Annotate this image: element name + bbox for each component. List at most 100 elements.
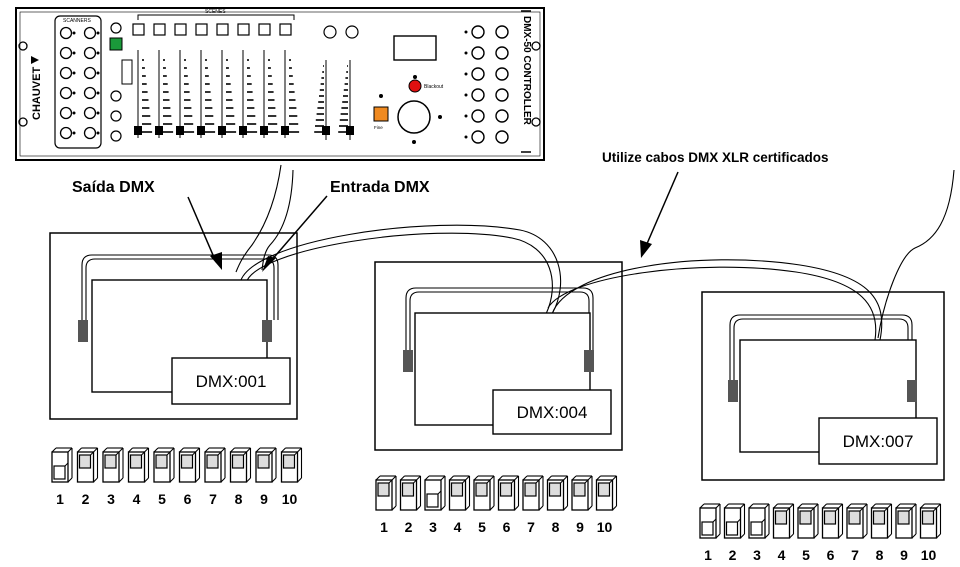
scene-button[interactable]: [279, 23, 292, 36]
dip-switch[interactable]: [895, 503, 917, 539]
page-button[interactable]: [110, 110, 122, 122]
dip-switch[interactable]: [375, 475, 397, 511]
dip-switch[interactable]: [280, 447, 303, 483]
scanner-button[interactable]: [59, 106, 73, 120]
dip-switch[interactable]: [399, 475, 422, 511]
function-button[interactable]: [471, 46, 485, 60]
orange-button[interactable]: [373, 106, 389, 122]
function-button[interactable]: [495, 46, 509, 60]
function-button[interactable]: [495, 88, 509, 102]
scanner-button[interactable]: [83, 86, 97, 100]
fader-knob[interactable]: [155, 126, 163, 135]
xlr-connector-out: [728, 380, 738, 402]
green-button[interactable]: [109, 37, 123, 51]
dip-edge: [440, 505, 446, 511]
fader-knob[interactable]: [239, 126, 247, 135]
dip-switch[interactable]: [448, 475, 471, 511]
fader-knob[interactable]: [176, 126, 184, 135]
fader-knob[interactable]: [281, 126, 289, 135]
dip-actuator-edge: [64, 462, 69, 467]
dip-switch[interactable]: [473, 475, 495, 511]
scene-button[interactable]: [258, 23, 271, 36]
scanner-button[interactable]: [83, 46, 97, 60]
function-button[interactable]: [495, 67, 509, 81]
mount-hole: [531, 117, 541, 127]
dip-switch[interactable]: [797, 503, 819, 539]
scanner-button[interactable]: [59, 26, 73, 40]
dip-switch[interactable]: [497, 475, 520, 511]
scene-button[interactable]: [195, 23, 208, 36]
function-button[interactable]: [471, 25, 485, 39]
function-button[interactable]: [495, 25, 509, 39]
scene-button[interactable]: [216, 23, 229, 36]
dip-switch[interactable]: [204, 447, 226, 483]
dip-switch[interactable]: [870, 503, 893, 539]
function-button[interactable]: [495, 109, 509, 123]
scanner-button[interactable]: [83, 106, 97, 120]
dip-switch[interactable]: [424, 475, 446, 511]
dip-switch[interactable]: [571, 475, 593, 511]
dip-switch[interactable]: [846, 503, 868, 539]
master-fader-knob[interactable]: [346, 126, 354, 135]
dip-edge: [498, 475, 503, 481]
scanner-button[interactable]: [59, 66, 73, 80]
dip-actuator-edge: [908, 507, 913, 512]
scene-button[interactable]: [174, 23, 187, 36]
dip-switch[interactable]: [76, 447, 99, 483]
dip-switch[interactable]: [51, 447, 73, 483]
page-button[interactable]: [110, 22, 122, 34]
dip-switch[interactable]: [699, 503, 721, 539]
mode-knob[interactable]: [345, 25, 359, 39]
dip-switch[interactable]: [546, 475, 569, 511]
dip-edge: [416, 505, 421, 511]
fader-knob[interactable]: [260, 126, 268, 135]
dip-switch[interactable]: [102, 447, 124, 483]
page-button[interactable]: [110, 90, 122, 102]
dip-switch[interactable]: [821, 503, 844, 539]
dip-switch[interactable]: [595, 475, 618, 511]
fader-knob[interactable]: [218, 126, 226, 135]
scanner-button[interactable]: [83, 126, 97, 140]
bank-slider[interactable]: [121, 59, 133, 85]
scene-button[interactable]: [237, 23, 250, 36]
dip-switch[interactable]: [153, 447, 175, 483]
mode-knob[interactable]: [323, 25, 337, 39]
dip-switch[interactable]: [255, 447, 277, 483]
dip-switch[interactable]: [772, 503, 795, 539]
dip-edge: [169, 477, 175, 483]
dip-actuator-edge: [810, 507, 815, 512]
master-fader-knob[interactable]: [322, 126, 330, 135]
scanner-button[interactable]: [59, 46, 73, 60]
dip-edge: [465, 475, 470, 481]
fader-knob[interactable]: [197, 126, 205, 135]
function-button[interactable]: [471, 67, 485, 81]
page-button[interactable]: [110, 130, 122, 142]
function-button[interactable]: [471, 109, 485, 123]
dip-actuator-on: [725, 521, 739, 536]
dip-actuator-edge: [884, 507, 888, 512]
jog-wheel[interactable]: [397, 100, 431, 134]
dip-edge: [102, 447, 108, 453]
dip-switch[interactable]: [748, 503, 770, 539]
scanner-button[interactable]: [83, 26, 97, 40]
scanner-button[interactable]: [59, 126, 73, 140]
mount-hole: [18, 41, 28, 51]
scanner-button[interactable]: [59, 86, 73, 100]
scanner-button[interactable]: [83, 66, 97, 80]
scene-button[interactable]: [153, 23, 166, 36]
dip-edge: [563, 475, 568, 481]
function-button[interactable]: [471, 88, 485, 102]
scene-button[interactable]: [132, 23, 145, 36]
dip-switch[interactable]: [178, 447, 201, 483]
blackout-label: Blackout: [424, 84, 444, 90]
dip-switch[interactable]: [127, 447, 150, 483]
fader-knob[interactable]: [134, 126, 142, 135]
dip-switch[interactable]: [919, 503, 942, 539]
function-button[interactable]: [495, 130, 509, 144]
dip-switch[interactable]: [723, 503, 746, 539]
dip-switch[interactable]: [522, 475, 544, 511]
dip-switch[interactable]: [229, 447, 252, 483]
function-button[interactable]: [471, 130, 485, 144]
